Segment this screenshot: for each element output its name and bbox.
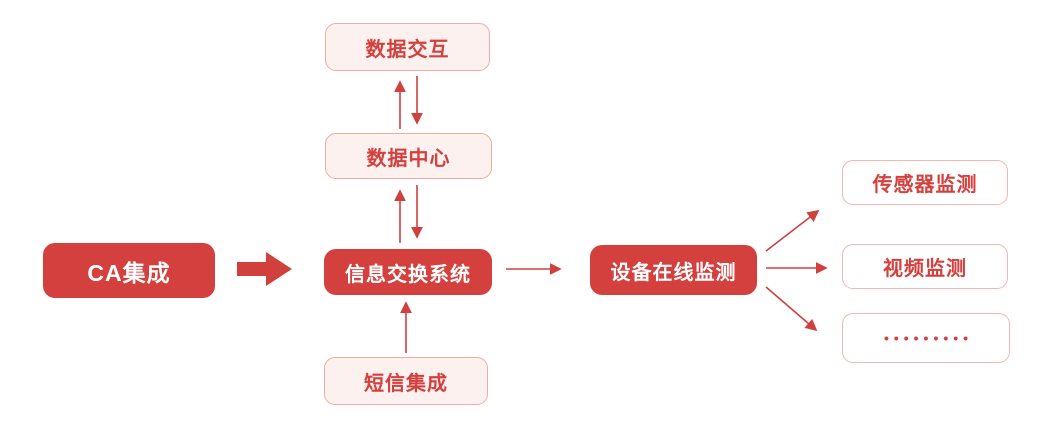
node-more-ellipsis: ••••••••• — [842, 313, 1010, 363]
node-data-center-label: 数据中心 — [366, 147, 451, 170]
node-device-online-monitoring-label: 设备在线监测 — [610, 261, 737, 284]
node-video-monitoring: 视频监测 — [842, 244, 1008, 289]
node-more-ellipsis-label: ••••••••• — [883, 330, 974, 346]
block-arrow-ca-to-infoexchange — [237, 252, 292, 286]
node-ca-integration: CA集成 — [43, 243, 215, 298]
node-device-online-monitoring: 设备在线监测 — [590, 245, 757, 295]
node-data-exchange: 数据交互 — [325, 23, 490, 71]
node-info-exchange-system: 信息交换系统 — [324, 249, 492, 295]
node-data-exchange-label: 数据交互 — [365, 38, 450, 61]
node-info-exchange-system-label: 信息交换系统 — [345, 263, 471, 286]
node-sms-integration-label: 短信集成 — [364, 372, 448, 395]
node-sms-integration: 短信集成 — [324, 357, 488, 405]
node-sensor-monitoring: 传感器监测 — [842, 160, 1008, 205]
arrow-device-to-sensor — [765, 209, 820, 252]
node-sensor-monitoring-label: 传感器监测 — [872, 174, 978, 196]
node-data-center: 数据中心 — [325, 133, 492, 179]
node-video-monitoring-label: 视频监测 — [883, 258, 967, 280]
node-ca-integration-label: CA集成 — [87, 259, 171, 286]
arrow-device-to-more — [765, 286, 818, 332]
